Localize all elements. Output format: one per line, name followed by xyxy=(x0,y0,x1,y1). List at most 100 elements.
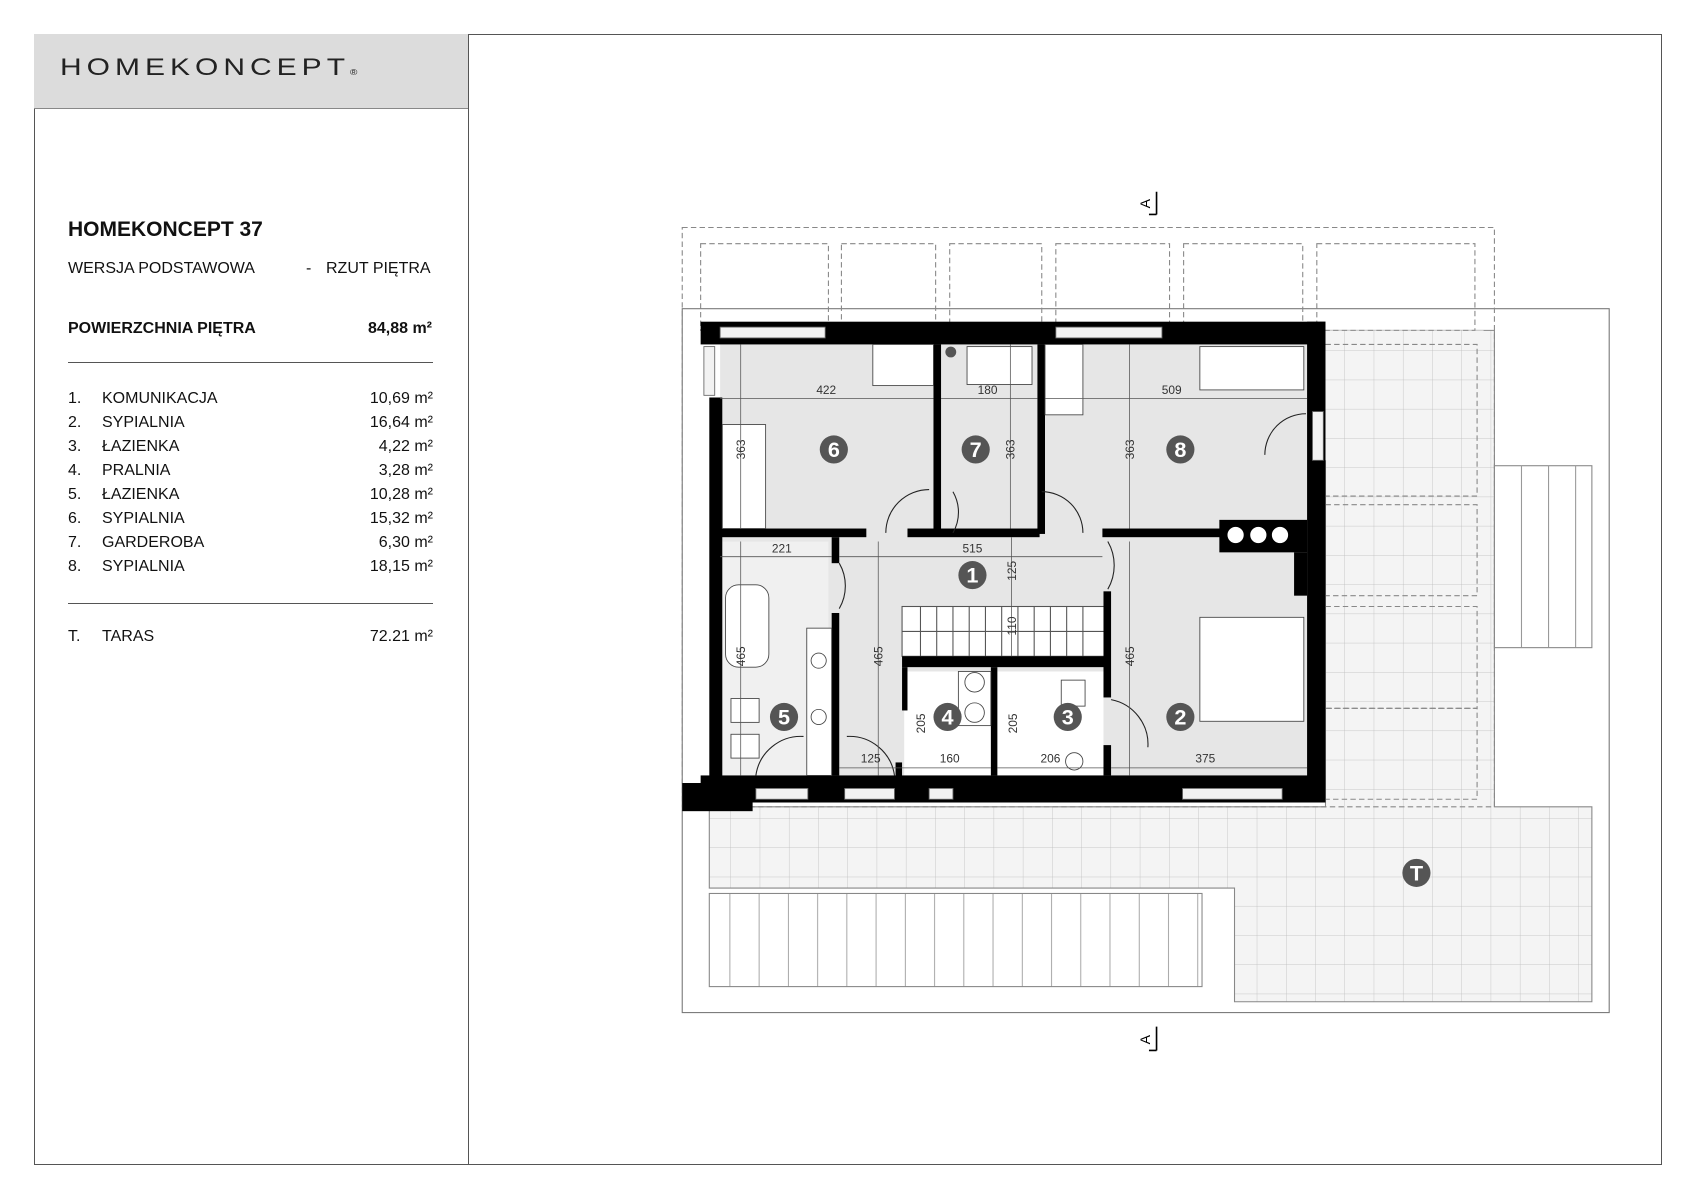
room-marker-4: 4 xyxy=(933,702,962,732)
section-mark-top: A xyxy=(1137,191,1158,216)
dimension-label: 465 xyxy=(872,646,886,666)
floor-area-label: POWIERZCHNIA PIĘTRA xyxy=(68,320,256,337)
room-name: ŁAZIENKA xyxy=(102,486,180,503)
logo-bar: HOMEKONCEPT® xyxy=(34,34,468,109)
terrace-area: 72.21 m² xyxy=(369,628,433,645)
room-name: SYPIALNIA xyxy=(102,510,185,527)
room-name: SYPIALNIA xyxy=(102,414,185,431)
room-row: 8. SYPIALNIA 18,15 m² xyxy=(68,558,433,582)
room-no: 2. xyxy=(68,414,82,431)
room-marker-terrace: T xyxy=(1402,858,1431,887)
fixtures xyxy=(721,344,1305,776)
roof-outline xyxy=(681,226,1495,808)
room-marker-1: 1 xyxy=(958,561,987,590)
dimension-label: 509 xyxy=(1162,383,1182,397)
terrace-name: TARAS xyxy=(102,628,155,645)
dimension-label: 205 xyxy=(914,713,928,733)
room-no: 6. xyxy=(68,510,82,527)
room-area: 10,69 m² xyxy=(369,390,433,407)
project-title: HOMEKONCEPT 37 xyxy=(68,218,263,241)
bathroom-3-floor xyxy=(997,671,1104,776)
room-row: 1. KOMUNIKACJA 10,69 m² xyxy=(68,390,433,414)
info-panel: HOMEKONCEPT® HOMEKONCEPT 37 WERSJA PODST… xyxy=(34,34,469,1165)
divider xyxy=(68,603,433,604)
room-row: 4. PRALNIA 3,28 m² xyxy=(68,462,433,486)
room-name: PRALNIA xyxy=(102,462,171,479)
dimension-label: 465 xyxy=(1123,646,1137,666)
floor-area-value: 84,88 m² xyxy=(367,320,432,337)
room-area: 10,28 m² xyxy=(369,486,433,503)
dimension-label: 180 xyxy=(978,383,998,397)
room-name: SYPIALNIA xyxy=(102,558,185,575)
dimension-label: 125 xyxy=(861,751,881,765)
room-marker-3: 3 xyxy=(1053,702,1082,732)
room-marker-5: 5 xyxy=(769,702,799,732)
room-area: 18,15 m² xyxy=(369,558,433,575)
project-version: WERSJA PODSTAWOWA xyxy=(68,260,255,277)
bathtub xyxy=(725,584,770,668)
room-no: 7. xyxy=(68,534,82,551)
project-view: RZUT PIĘTRA xyxy=(326,260,431,277)
dimension-label: 422 xyxy=(816,383,836,397)
divider xyxy=(68,362,433,363)
room-marker-8: 8 xyxy=(1166,435,1195,464)
desk xyxy=(872,344,934,387)
room-area: 6,30 m² xyxy=(378,534,433,551)
svg-text:6: 6 xyxy=(828,437,840,462)
shaft xyxy=(966,346,1033,385)
room-area: 3,28 m² xyxy=(378,462,433,479)
room-marker-6: 6 xyxy=(819,435,848,464)
dimension-label: 110 xyxy=(1005,616,1019,635)
room-name: ŁAZIENKA xyxy=(102,438,180,455)
room-area: 16,64 m² xyxy=(369,414,433,431)
dimension-label: 515 xyxy=(963,541,983,555)
room-row: 7. GARDEROBA 6,30 m² xyxy=(68,534,433,558)
dimension-label: 363 xyxy=(1004,439,1018,459)
room-row: 2. SYPIALNIA 16,64 m² xyxy=(68,414,433,438)
svg-text:4: 4 xyxy=(942,705,954,730)
chimney-icon xyxy=(945,346,957,358)
double-bed xyxy=(1199,616,1305,722)
dimension-label: 221 xyxy=(772,541,792,555)
stove-vents xyxy=(1226,525,1290,545)
svg-text:2: 2 xyxy=(1174,705,1186,730)
dimension-label: 125 xyxy=(1005,560,1019,580)
room-row: 3. ŁAZIENKA 4,22 m² xyxy=(68,438,433,462)
room-row: 5. ŁAZIENKA 10,28 m² xyxy=(68,486,433,510)
desk xyxy=(1044,344,1084,416)
homekoncept-logo: HOMEKONCEPT® xyxy=(60,54,357,81)
svg-text:7: 7 xyxy=(970,437,982,462)
dimension-label: 375 xyxy=(1195,751,1215,765)
svg-text:3: 3 xyxy=(1062,705,1074,730)
svg-text:5: 5 xyxy=(778,705,790,730)
dimension-label: 363 xyxy=(734,439,748,459)
pergola-bottom xyxy=(708,892,1203,988)
svg-text:T: T xyxy=(1410,860,1423,885)
windows xyxy=(703,326,1324,800)
svg-text:A: A xyxy=(1137,1034,1153,1044)
svg-text:8: 8 xyxy=(1174,437,1186,462)
subtitle-separator: - xyxy=(306,260,312,277)
room-name: KOMUNIKACJA xyxy=(102,390,218,407)
logo-registered: ® xyxy=(350,68,358,78)
pergola-right xyxy=(1493,465,1593,649)
room-area: 4,22 m² xyxy=(378,438,433,455)
room-no: 1. xyxy=(68,390,82,407)
room-no: 8. xyxy=(68,558,82,575)
room-markers: 1 2 3 4 5 6 7 8 T xyxy=(769,435,1431,887)
dimension-label: 160 xyxy=(940,751,960,765)
room-marker-2: 2 xyxy=(1166,702,1195,732)
room-no: 4. xyxy=(68,462,82,479)
room-name: GARDEROBA xyxy=(102,534,205,551)
pergola-slats xyxy=(1520,465,1577,648)
dimension-label: 465 xyxy=(734,646,748,666)
terrace-tiles-top xyxy=(1325,330,1484,461)
room-no: 5. xyxy=(68,486,82,503)
stair-treads xyxy=(902,606,1106,657)
room-no: 3. xyxy=(68,438,82,455)
drawing-frame xyxy=(34,34,1662,1165)
dimension-label: 206 xyxy=(1040,751,1060,765)
